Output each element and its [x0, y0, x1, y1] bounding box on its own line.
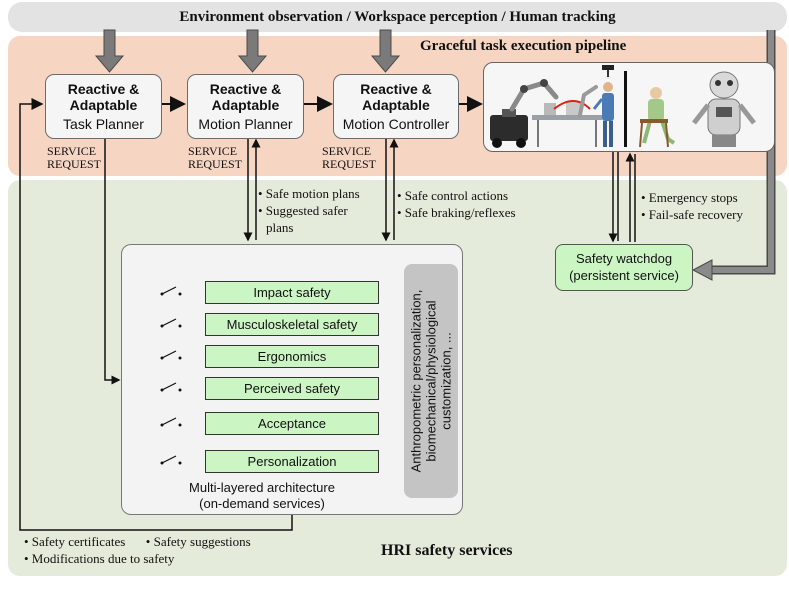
motion-controller-line2: Adaptable	[362, 97, 430, 113]
motion-controller-box: Reactive & Adaptable Motion Controller	[333, 74, 459, 139]
hri-safety-services-title: HRI safety services	[381, 542, 513, 559]
personalization-note-text: Anthropometric personalization, biomecha…	[409, 268, 454, 494]
scene-drawing	[490, 65, 756, 148]
personalization-note-line1: Anthropometric personalization,	[408, 289, 424, 473]
observation-title: Environment observation / Workspace perc…	[179, 9, 616, 25]
fail-safe-recovery-note: • Fail-safe recovery	[641, 207, 744, 222]
suggested-safer-note: • Suggested safer	[258, 203, 348, 218]
switch-icon	[160, 417, 182, 427]
service-request-line1: SERVICE	[47, 144, 97, 158]
watchdog-line2: (persistent service)	[569, 268, 679, 283]
service-request-label-controller: SERVICE REQUEST	[322, 145, 376, 171]
safety-certificates-note: • Safety certificates	[24, 534, 126, 549]
motion-planner-box: Reactive & Adaptable Motion Planner	[187, 74, 304, 139]
task-planner-line1: Reactive &	[67, 81, 140, 97]
pipeline-title: Graceful task execution pipeline	[420, 38, 627, 54]
architecture-caption: Multi-layered architecture (on-demand se…	[121, 480, 403, 512]
robot-human-illustration	[483, 62, 775, 152]
personalization-note-line2: biomechanical/physiological	[423, 300, 439, 462]
service-personalization: Personalization	[205, 450, 379, 473]
watchdog-annotations: • Emergency stops • Fail-safe recovery	[641, 189, 743, 223]
safety-watchdog-box: Safety watchdog (persistent service)	[555, 244, 693, 291]
personalization-note-line3: customization, ...	[438, 332, 454, 430]
switch-icon	[160, 350, 182, 360]
service-acceptance: Acceptance	[205, 412, 379, 435]
safe-control-actions-note: • Safe control actions	[397, 188, 509, 203]
service-request-line2: REQUEST	[188, 157, 242, 171]
modifications-note: • Modifications due to safety	[24, 551, 175, 566]
safe-motion-plans-note: • Safe motion plans	[258, 186, 360, 201]
emergency-stops-note: • Emergency stops	[641, 190, 738, 205]
switch-icon	[160, 318, 182, 328]
task-planner-line2: Adaptable	[69, 97, 138, 113]
safety-suggestions-note: • Safety suggestions	[145, 534, 251, 549]
service-perceived-safety: Perceived safety	[205, 377, 379, 400]
motion-planner-line1: Reactive &	[209, 81, 282, 97]
switch-icon	[160, 286, 182, 296]
task-planner-box: Reactive & Adaptable Task Planner	[45, 74, 162, 139]
service-request-line1: SERVICE	[188, 144, 238, 158]
service-request-line2: REQUEST	[47, 157, 101, 171]
service-ergonomics: Ergonomics	[205, 345, 379, 368]
motion-controller-line3: Motion Controller	[342, 116, 450, 132]
bottom-notes: • Safety certificates • Safety suggestio…	[24, 533, 251, 567]
motion-planner-line3: Motion Planner	[198, 116, 293, 132]
watchdog-line1: Safety watchdog	[575, 251, 673, 266]
service-musculoskeletal-safety: Musculoskeletal safety	[205, 313, 379, 336]
observation-band: Environment observation / Workspace perc…	[8, 2, 787, 32]
architecture-caption-line1: Multi-layered architecture	[189, 480, 335, 495]
switch-icon	[160, 455, 182, 465]
task-planner-line3: Task Planner	[63, 116, 144, 132]
personalization-note-box: Anthropometric personalization, biomecha…	[404, 264, 458, 498]
service-impact-safety: Impact safety	[205, 281, 379, 304]
motion-planner-annotations: • Safe motion plans • Suggested safer pl…	[258, 185, 360, 236]
switch-icon	[160, 382, 182, 392]
service-request-line2: REQUEST	[322, 157, 376, 171]
motion-controller-line1: Reactive &	[360, 81, 432, 97]
motion-controller-annotations: • Safe control actions • Safe braking/re…	[397, 187, 516, 221]
service-request-label-task: SERVICE REQUEST	[47, 145, 101, 171]
service-request-label-motion: SERVICE REQUEST	[188, 145, 242, 171]
service-request-line1: SERVICE	[322, 144, 372, 158]
safe-braking-note: • Safe braking/reflexes	[397, 205, 516, 220]
architecture-caption-line2: (on-demand services)	[199, 496, 325, 511]
feedback-line	[19, 98, 293, 531]
observation-arrows	[94, 29, 401, 73]
task-planner-request-line	[104, 138, 121, 385]
motion-planner-line2: Adaptable	[211, 97, 280, 113]
plans-note: plans	[266, 220, 294, 235]
